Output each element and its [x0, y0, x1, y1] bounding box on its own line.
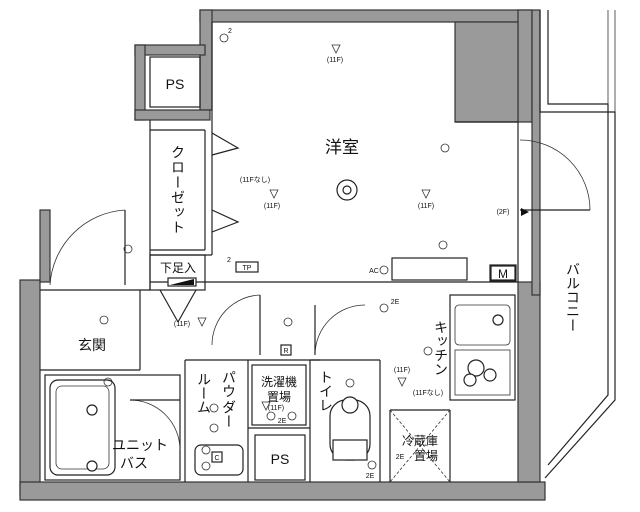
ps-bottom-label: PS: [271, 451, 290, 467]
unit-bath-label-2: バス: [120, 455, 148, 471]
laundry-label-1: 洗濯機: [261, 374, 297, 389]
2e-mark: 2E: [278, 418, 287, 425]
floor-note: (11F): [394, 367, 410, 374]
floor-note: (11Fなし): [413, 389, 443, 397]
electrical-symbols: [99, 33, 529, 471]
powder-room-label-3: ルーム: [196, 372, 212, 414]
kitchen-label: キッチン: [433, 320, 449, 376]
floor-note: (11F): [264, 203, 280, 210]
western-room-label: 洋室: [325, 138, 359, 157]
floor-note: (11F): [327, 57, 343, 64]
toilet-label: トイレ: [318, 370, 334, 412]
annotation-marks: (11F) (11Fなし) (11F) (11F) (2F) (11F) (11…: [174, 28, 516, 480]
door-swings: [49, 139, 591, 451]
fridge-label-2: 置場: [414, 449, 438, 463]
ps-top-label: PS: [166, 76, 185, 92]
meter-mark: M: [498, 267, 508, 281]
floor-note: (11F): [174, 321, 190, 328]
powder-room-label-1: パウ: [221, 370, 237, 398]
floor-note: (11F): [418, 203, 434, 210]
unit-bath-label-1: ユニット: [112, 437, 168, 453]
closet-label: クローゼット: [170, 145, 186, 235]
small-two: 2: [228, 28, 232, 35]
small-two: 2: [227, 257, 231, 264]
laundry-label-2: 置場: [267, 390, 291, 404]
floor-note: (2F): [497, 209, 510, 216]
powder-room-label-2: ダー: [221, 400, 237, 428]
floor-note: (11Fなし): [240, 176, 270, 184]
fixtures: [49, 314, 504, 476]
floor-note: (11F): [268, 405, 284, 412]
c-mark: C: [214, 455, 219, 462]
shoe-box-label: 下足入: [160, 261, 196, 275]
tp-mark: TP: [243, 265, 252, 272]
2e-mark: 2E: [391, 299, 400, 306]
ac-mark: AC: [369, 268, 379, 275]
r-mark: R: [283, 348, 288, 355]
interior-walls: [40, 22, 519, 483]
room-labels: 洋室 クローゼット 下足入 玄関 ユニット バス パウ ダー ルーム 洗濯機 置…: [78, 56, 581, 481]
balcony-label: バルコニー: [565, 262, 581, 332]
2e-mark: 2E: [366, 473, 375, 480]
2e-mark: 2E: [396, 454, 405, 461]
fridge-label-1: 冷蔵庫: [402, 434, 438, 448]
entrance-label: 玄関: [78, 337, 106, 353]
